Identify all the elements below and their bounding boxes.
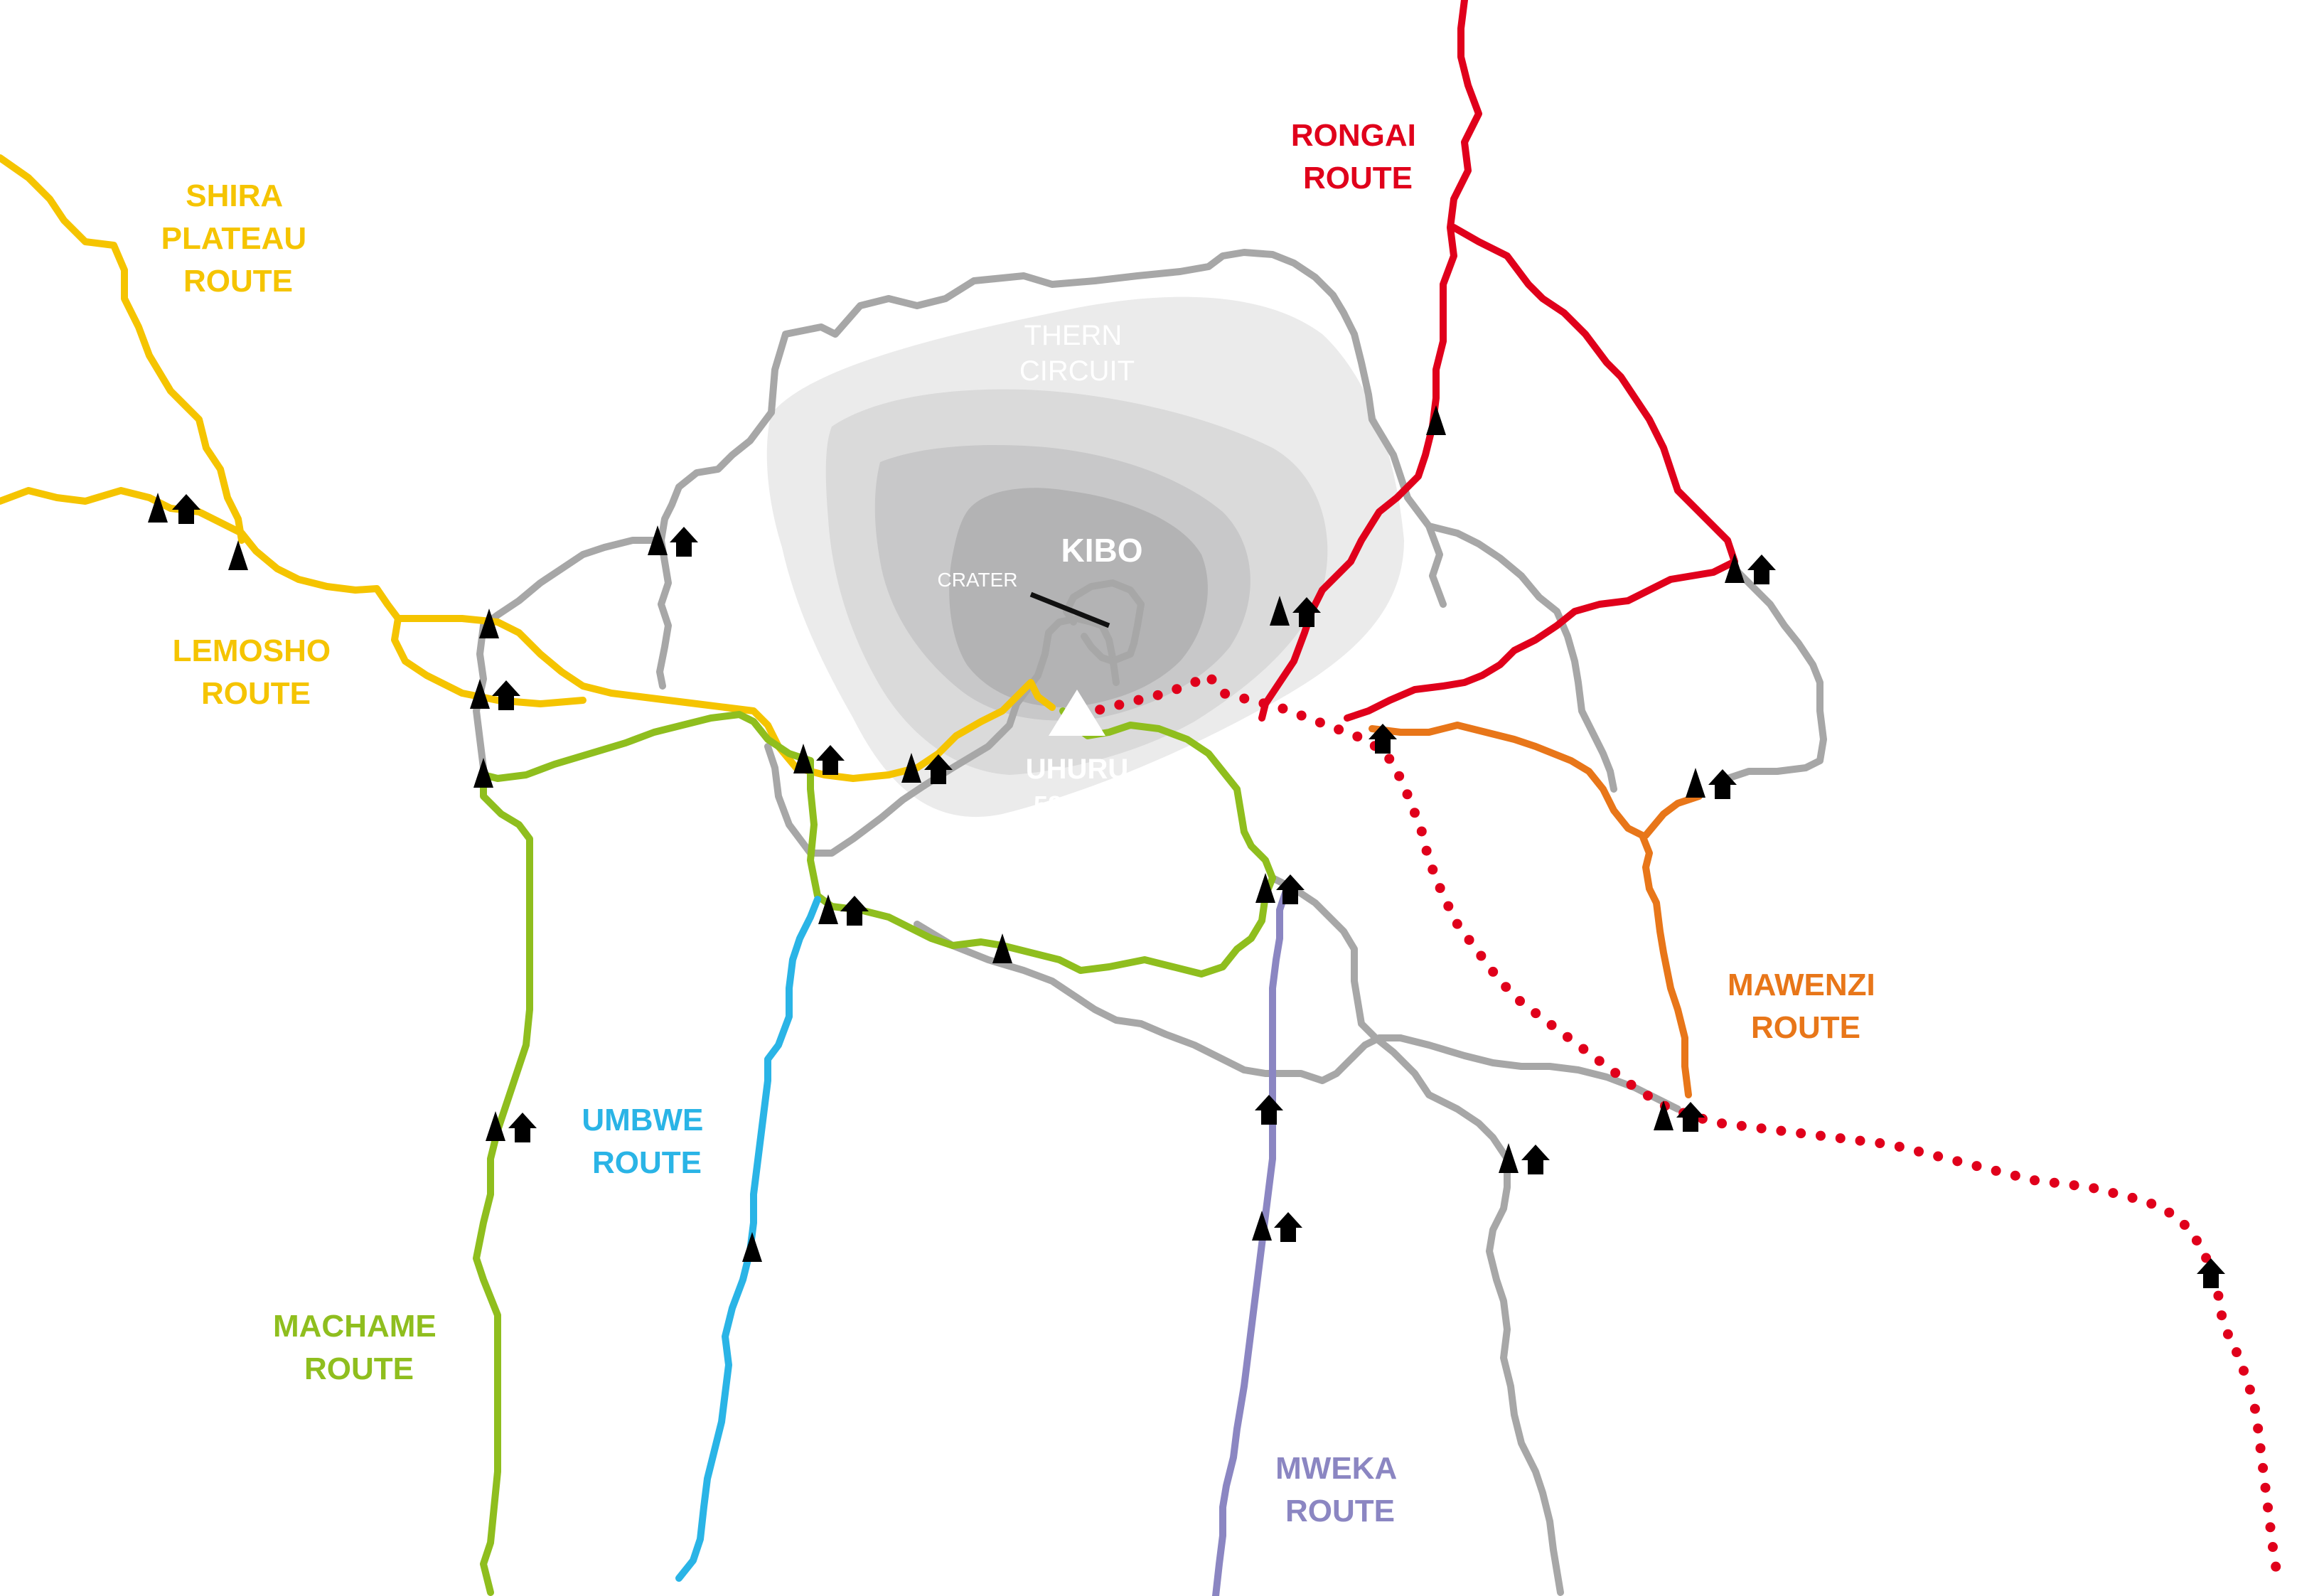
dotted-summit-route-line: [1076, 670, 2287, 1590]
rongai-route-label: RONGAI ROUTE: [1291, 118, 1425, 196]
crater-ring: [1063, 579, 1145, 665]
tent-icon: [228, 540, 248, 570]
hut-icon: [492, 680, 520, 710]
shira-lemosho-trails: [0, 154, 1056, 782]
mweka-connector: [1269, 874, 1379, 1041]
hut-icon: [1747, 555, 1776, 584]
shira-plateau-route-line: [0, 154, 245, 544]
lemosho-route-line: [0, 487, 1056, 782]
uhuru-label: UHURU: [1026, 754, 1128, 785]
lemosho-route-label: LEMOSHO ROUTE: [173, 633, 340, 711]
hut-icon: [1274, 1212, 1302, 1242]
mweka-route-line: [1212, 885, 1290, 1596]
tent-icon: [473, 758, 493, 788]
crater-pointer-line: [1029, 591, 1110, 628]
hut-icon: [1676, 1102, 1705, 1132]
mawenzi-route-line: [1369, 722, 1703, 1098]
mweka-route-label: MWEKA ROUTE: [1275, 1451, 1405, 1528]
marangu-connector: [1372, 1034, 1564, 1596]
hut-icon: [1521, 1145, 1550, 1174]
hut-icon: [1255, 1095, 1283, 1125]
rongai-east-line: [1450, 224, 1738, 565]
north-west-connector: [656, 409, 775, 690]
umbwe-route-label: UMBWE ROUTE: [582, 1103, 712, 1180]
hut-icon: [2197, 1258, 2225, 1288]
hut-icon: [840, 896, 869, 926]
south-east-connector: [1397, 1034, 1681, 1113]
mawenzi-route-label: MAWENZI ROUTE: [1728, 968, 1884, 1045]
hut-icon: [508, 1113, 537, 1142]
barranco-connector: [764, 743, 928, 857]
route-labels: SHIRA PLATEAU ROUTE LEMOSHO ROUTE RONGAI…: [161, 118, 1884, 1528]
tent-icon: [1426, 405, 1446, 435]
lemosho-alternate-line: [391, 615, 587, 707]
tent-icon: [742, 1232, 762, 1262]
machame-route-label: MACHAME ROUTE: [273, 1309, 445, 1386]
machame-route-line: [473, 711, 814, 1596]
northern-circuit-label: THERN CIRCUIT: [1019, 320, 1135, 387]
southern-circuit-trail: [914, 921, 1404, 1084]
tent-icon: [1686, 768, 1705, 798]
hut-icon: [172, 494, 200, 524]
shira-connector: [480, 537, 661, 629]
east-connector: [1425, 523, 1617, 793]
uhuru-summit-marker: [1049, 690, 1105, 736]
crater-label: CRATER: [937, 569, 1017, 591]
northern-circuit-trail: [768, 249, 1447, 608]
uhuru-altitude-label: 5895 m: [1034, 791, 1120, 820]
umbwe-route-line: [675, 896, 821, 1582]
rongai-connector: [1724, 565, 1827, 782]
rongai-crossing-line: [1344, 558, 1738, 722]
hut-icon: [670, 527, 698, 557]
crater-trail: [921, 615, 1120, 789]
kibo-label: KIBO: [1061, 532, 1143, 569]
shira-plateau-route-label: SHIRA PLATEAU ROUTE: [161, 178, 316, 299]
